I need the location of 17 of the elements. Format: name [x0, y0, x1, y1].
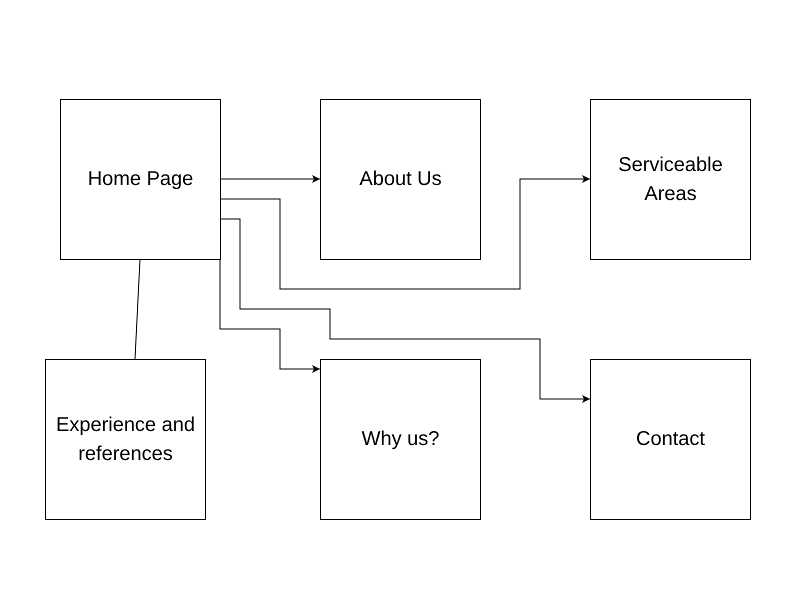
page-box [590, 99, 751, 260]
arrow [220, 218, 590, 403]
box-label: Home Page [88, 167, 194, 192]
page-box [45, 359, 206, 520]
box-label: Contact [636, 427, 705, 452]
page-box [60, 99, 221, 260]
page-box [590, 359, 751, 520]
arrow [220, 175, 320, 183]
arrow [220, 258, 320, 373]
box-label: Serviceable Areas [617, 152, 724, 206]
box-label: Experience and references [55, 412, 196, 466]
box-label: Why us? [362, 427, 440, 452]
connector-line [134, 258, 140, 360]
box-label: About Us [359, 167, 442, 192]
page-box [320, 99, 481, 260]
arrow [220, 175, 590, 290]
page-box [320, 359, 481, 520]
